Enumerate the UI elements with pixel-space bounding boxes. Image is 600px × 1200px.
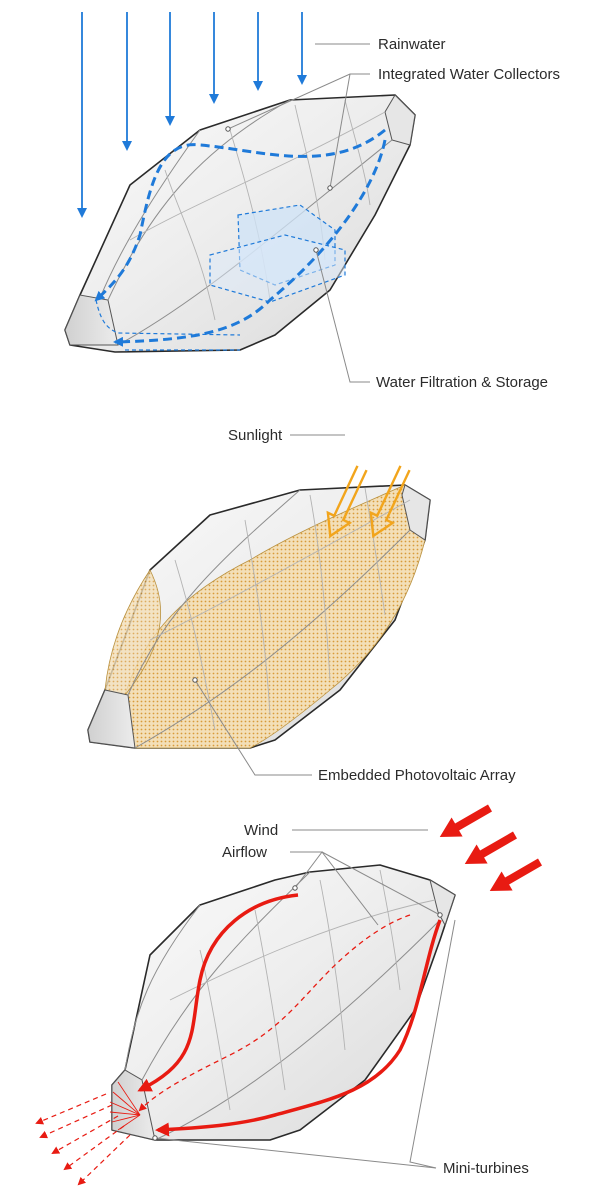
water-panel: Rainwater Integrated Water Collectors Wa…: [64, 12, 560, 391]
wind-arrow: [464, 831, 517, 864]
label-integrated-water-collectors: Integrated Water Collectors: [378, 66, 560, 83]
pv-leader: [194, 679, 312, 776]
airflow-lines: [137, 893, 442, 1137]
wind-arrow: [439, 804, 492, 837]
exhaust-arrow: [35, 1093, 107, 1125]
wind-hull-nose-cap: [429, 878, 456, 927]
turbines-leader-nose: [409, 919, 456, 1169]
water-hull-nose-cap: [384, 94, 416, 146]
sunlight-arrow: [326, 465, 368, 539]
label-rainwater: Rainwater: [378, 36, 446, 53]
label-mini-turbines: Mini-turbines: [443, 1160, 529, 1177]
sunlight-arrow: [369, 465, 411, 539]
solar-hull-nose-cap: [401, 484, 431, 541]
wind-arrow: [489, 858, 542, 891]
airflow-arrow: [155, 919, 442, 1137]
water-filtration-tank: [209, 204, 346, 303]
sunlight-arrows: [326, 465, 411, 539]
solar-hull-tail-cone: [87, 689, 136, 749]
exhaust-arrow: [39, 1104, 113, 1139]
airflow-dot: [292, 885, 298, 891]
solar-panel: Sunlight Embedded Photovoltaic Array: [87, 427, 516, 784]
exhaust-arrow: [51, 1115, 119, 1154]
mini-turbine-fan: [109, 1081, 141, 1131]
exhaust-arrow: [77, 1134, 131, 1186]
filtration-leader: [315, 249, 370, 383]
collectors-dot: [225, 126, 231, 132]
water-collector-flow: [94, 128, 387, 351]
exhaust-arrow: [63, 1125, 125, 1171]
label-water-filtration-storage: Water Filtration & Storage: [376, 374, 548, 391]
collectors-leader-2: [329, 73, 351, 189]
airflow-dot: [437, 912, 443, 918]
pv-dot: [192, 677, 198, 683]
turbines-leader-tail: [154, 1137, 437, 1169]
rain-arrows: [77, 12, 307, 218]
wind-arrows: [439, 804, 542, 891]
label-embedded-photovoltaic-array: Embedded Photovoltaic Array: [318, 767, 516, 784]
solar-hull: [87, 484, 431, 749]
photovoltaic-array-side: [104, 569, 161, 696]
airflow-leader-3: [321, 851, 441, 916]
wind-panel: Wind Airflow Mini-turbines: [35, 804, 542, 1186]
turbines-dot: [152, 1135, 158, 1141]
label-wind: Wind: [244, 822, 278, 839]
collectors-dot: [327, 185, 333, 191]
wind-hull: [111, 864, 456, 1141]
exhaust-arrows: [35, 1093, 131, 1186]
filtration-dot: [313, 247, 319, 253]
airflow-arrow-inner: [138, 914, 411, 1112]
label-airflow: Airflow: [222, 844, 267, 861]
water-hull-tail-cone: [64, 294, 119, 346]
airflow-arrow: [137, 893, 299, 1092]
label-sunlight: Sunlight: [228, 427, 283, 444]
airflow-leader-2: [321, 851, 379, 926]
